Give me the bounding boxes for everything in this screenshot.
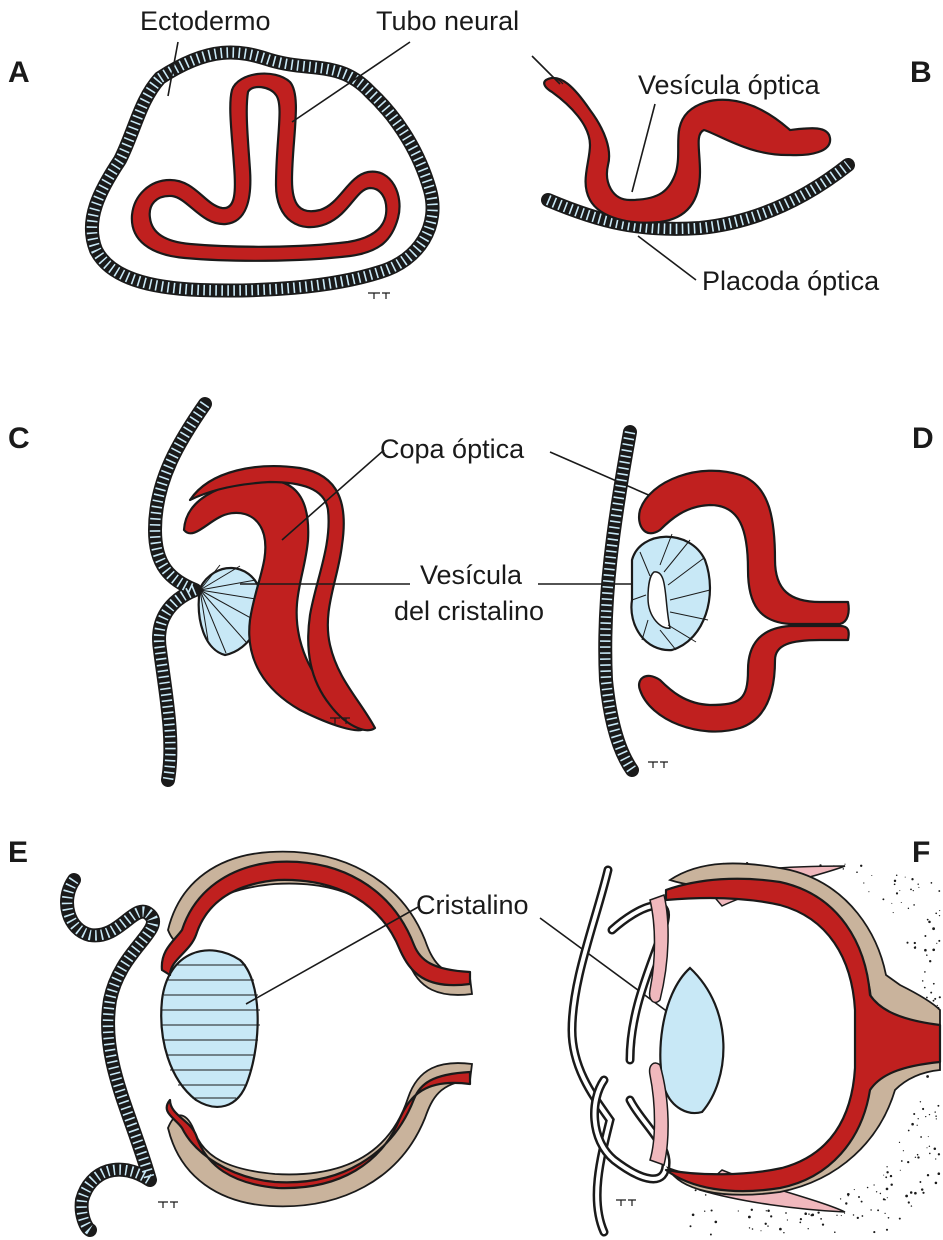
labels-ef: Cristalino: [246, 890, 676, 1018]
panel-letter-d: D: [912, 422, 934, 455]
artist-initials-e: [158, 1202, 178, 1208]
lens-f: [660, 968, 723, 1113]
panel-e: E: [8, 836, 472, 1230]
artist-initials-a: [368, 293, 390, 299]
panel-letter-e: E: [8, 836, 28, 869]
panel-b: B Vesícula óptica Placoda óptica: [532, 56, 932, 296]
artist-initials-f: [616, 1200, 636, 1206]
label-tubo-neural: Tubo neural: [376, 6, 519, 36]
label-vesicula-cristalino-2: del cristalino: [394, 596, 544, 626]
label-ectodermo: Ectodermo: [140, 6, 271, 36]
panel-f: F: [572, 836, 941, 1235]
leader-vesicula-optica: [632, 104, 655, 192]
panel-letter-a: A: [8, 56, 30, 89]
panel-letter-b: B: [910, 56, 932, 89]
artist-initials-d: [648, 762, 668, 768]
label-copa-optica: Copa óptica: [380, 434, 525, 464]
leader-copa-optica-d: [550, 452, 660, 500]
panel-d: D: [605, 422, 933, 770]
leader-cristalino-e: [246, 906, 420, 1004]
panel-letter-c: C: [8, 422, 30, 455]
panel-c: C: [8, 404, 375, 780]
label-vesicula-optica: Vesícula óptica: [638, 70, 821, 100]
panel-a: A Ectodermo Tubo neural: [8, 6, 519, 299]
panel-letter-f: F: [912, 836, 930, 869]
label-placoda-optica: Placoda óptica: [702, 266, 880, 296]
neural-tube-a: [132, 74, 400, 261]
label-vesicula-cristalino-1: Vesícula: [420, 560, 523, 590]
label-cristalino: Cristalino: [416, 890, 529, 920]
leader-placoda-optica: [638, 236, 696, 280]
ectoderm-e: [67, 880, 153, 1230]
lens-e: [161, 950, 257, 1107]
